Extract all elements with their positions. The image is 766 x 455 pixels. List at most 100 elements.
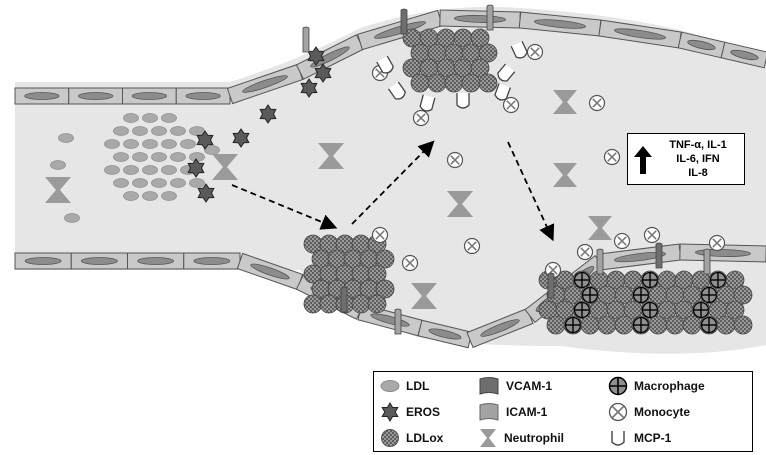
lower-right-plaque-particle-43 [665, 315, 685, 335]
neutrophil-3 [447, 191, 473, 217]
arrow-top-to-macrophage [507, 141, 555, 242]
eros-particle-6 [187, 158, 205, 178]
lower-left-plaque-particle-23 [351, 294, 371, 314]
ldl-particle-15 [151, 152, 167, 162]
mcp1-molecule-5 [376, 55, 394, 74]
legend-label-vcam1: VCAM-1 [506, 379, 553, 393]
lower-left-plaque-particle-14 [367, 264, 387, 284]
lower-right-plaque-particle-38 [580, 315, 600, 335]
lower-wall-cell-2 [127, 252, 185, 270]
lower-left-plaque-particle-21 [319, 294, 339, 314]
neutrophil-6 [588, 216, 612, 240]
ldl-particle-0 [123, 113, 139, 123]
eros-particle-4 [232, 128, 250, 148]
legend-item-monocyte: Monocyte [608, 400, 690, 424]
legend-label-macrophage: Macrophage [634, 379, 705, 393]
monocytes [371, 43, 726, 279]
lower-wall-cell-8 [466, 307, 534, 349]
ldl-particle-26 [170, 178, 186, 188]
icam1-icon [479, 403, 499, 421]
eros-particle-2 [300, 78, 318, 98]
ldl-particle-19 [123, 165, 139, 175]
cytokine-box: TNF-α, IL-1 IL-6, IFN IL-8 [627, 133, 745, 185]
ldl-particle-10 [142, 139, 158, 149]
flow-arrows [231, 140, 555, 242]
legend-item-ldl: LDL [380, 374, 429, 398]
ldl-particle-12 [180, 139, 196, 149]
adhesion-receptors [302, 4, 711, 335]
legend-item-mcp1: MCP-1 [608, 426, 671, 450]
neutrophil-2 [318, 143, 344, 169]
mcp1-molecule-0 [387, 81, 406, 100]
legend-item-macrophage: Macrophage [608, 374, 705, 398]
adhesion-receptor-5 [547, 272, 555, 299]
mcp1-molecule-3 [497, 63, 516, 82]
adhesion-receptor-7 [655, 242, 663, 269]
adhesion-receptor-2 [486, 4, 494, 31]
upper-wall-cell-5 [295, 34, 365, 80]
lower-left-plaque-particle-9 [375, 249, 395, 269]
legend-item-icam1: ICAM-1 [478, 400, 547, 424]
adhesion-receptor-6 [596, 248, 604, 275]
lower-right-plaque-particle-39 [597, 315, 617, 335]
monocyte-icon [608, 402, 628, 422]
ldl-particle-6 [170, 126, 186, 136]
ldl-particle-14 [132, 152, 148, 162]
eros-particle-7 [197, 183, 215, 203]
arrow-ldl-to-plaque [231, 184, 338, 230]
lower-left-ldlox-plaque [303, 234, 395, 314]
eros-particles [187, 46, 332, 203]
adhesion-receptor-8 [703, 248, 711, 275]
legend-label-neutrophil: Neutrophil [504, 431, 564, 445]
lower-right-plaque-particle-36 [546, 315, 566, 335]
adhesion-receptor-0 [302, 26, 310, 53]
up-arrow-icon [634, 146, 652, 174]
lower-right-plaque-particle-35 [725, 300, 745, 320]
lower-right-plaque-particle-42 [648, 315, 668, 335]
eros-icon [381, 402, 399, 422]
upper-plaque-particle-15 [410, 73, 430, 93]
upper-plaque-particle-19 [478, 73, 498, 93]
lower-right-plaque-particle-40 [614, 315, 634, 335]
adhesion-receptor-4 [394, 308, 402, 335]
upper-plaque-particle-14 [470, 58, 490, 78]
eros-particle-5 [196, 130, 214, 150]
ldl-particle-23 [113, 178, 129, 188]
ldl-particle-30 [161, 191, 177, 201]
ldl-particle-27 [189, 178, 205, 188]
legend-label-eros: EROS [406, 405, 441, 419]
arrow-plaque-to-top [351, 140, 435, 225]
neutrophils [45, 90, 612, 309]
lower-wall-cell-1 [70, 252, 128, 270]
upper-plaque-particle-17 [444, 73, 464, 93]
ldl-particle-18 [104, 165, 120, 175]
lower-left-plaque-particle-19 [375, 279, 395, 299]
lower-right-plaque-particle-23 [733, 285, 753, 305]
neutrophil-0 [45, 177, 71, 203]
cytokine-line-3: IL-8 [688, 167, 708, 179]
legend-item-neutrophil: Neutrophil [478, 426, 564, 450]
mcp1-molecules [376, 40, 528, 112]
upper-plaque-particle-16 [427, 73, 447, 93]
neutrophil-icon [480, 429, 496, 447]
lower-right-plaque-particle-47 [733, 315, 753, 335]
ldl-particle-29 [142, 191, 158, 201]
legend-label-mcp1: MCP-1 [634, 431, 672, 445]
neutrophil-1 [212, 154, 238, 180]
ldl-particle-2 [161, 113, 177, 123]
ldl-particle-21 [161, 165, 177, 175]
ldl-particle-3 [113, 126, 129, 136]
mcp1-molecule-2 [456, 93, 470, 109]
ldl-particle-25 [151, 178, 167, 188]
legend: LDL EROS LDLox VCAM-1 ICAM-1 Neutrophil … [373, 371, 753, 452]
neutrophil-5 [553, 163, 577, 187]
upper-plaque-particle-4 [470, 28, 490, 48]
upper-plaque-particle-18 [461, 73, 481, 93]
mcp1-molecule-6 [494, 83, 511, 101]
lower-left-plaque-particle-24 [367, 294, 387, 314]
ldl-particle-11 [161, 139, 177, 149]
ldl-particle-1 [142, 113, 158, 123]
lower-wall-cell-0 [14, 252, 72, 270]
cytokine-line-1: TNF-α, IL-1 [669, 139, 727, 151]
